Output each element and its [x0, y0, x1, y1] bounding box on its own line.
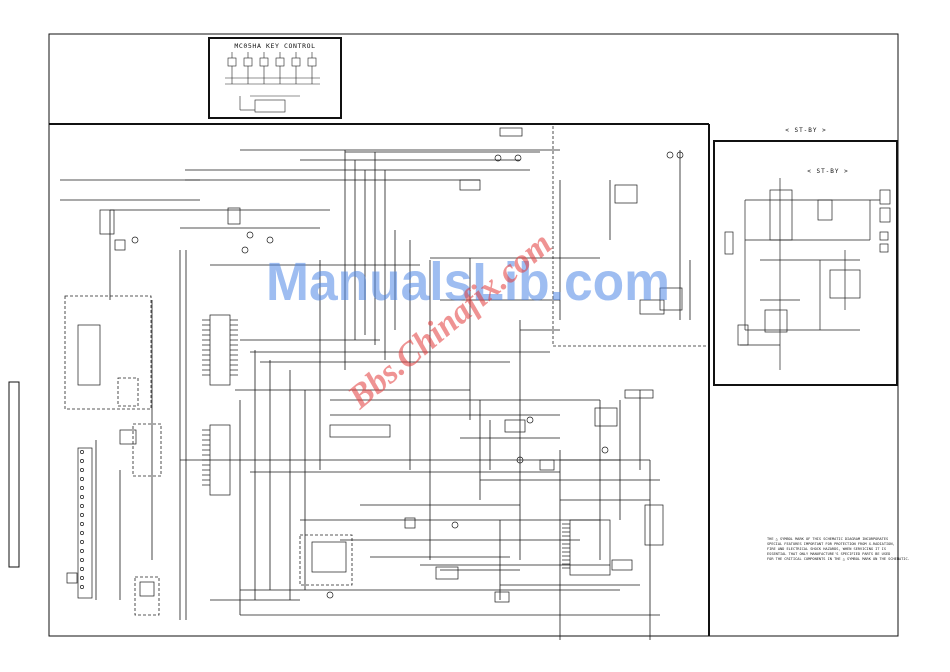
note-line-3: FIRE AND ELECTRICAL SHOCK HAZARDS, WHEN … [767, 547, 886, 551]
note-line-5: FOR THE CRITICAL COMPONENTS IN THE △ SYM… [767, 557, 910, 561]
key-control-block: MC05HA KEY CONTROL [208, 37, 342, 119]
note-line-4: ESSENTIAL THAT ONLY MANUFACTURE'S SPECIF… [767, 552, 890, 556]
key-control-title: MC05HA KEY CONTROL [234, 42, 315, 50]
note-line-2: SPECIAL FEATURES IMPORTANT FOR PROTECTIO… [767, 542, 895, 546]
dashed-blocks [64, 126, 707, 616]
standby-title-inner: < ST-BY > [807, 168, 849, 175]
watermark-manualslib: ManualsLib.com [266, 252, 670, 312]
standby-title-outer: < ST-BY > [785, 127, 827, 134]
standby-block: < ST-BY > < ST-BY > [713, 127, 898, 386]
main-components [66, 127, 684, 603]
note-line-1: THE △ SYMBOL MARK OF THIS SCHEMATIC DIAG… [767, 537, 888, 541]
main-circuit [60, 149, 691, 640]
warning-note: THE △ SYMBOL MARK OF THIS SCHEMATIC DIAG… [767, 537, 910, 561]
